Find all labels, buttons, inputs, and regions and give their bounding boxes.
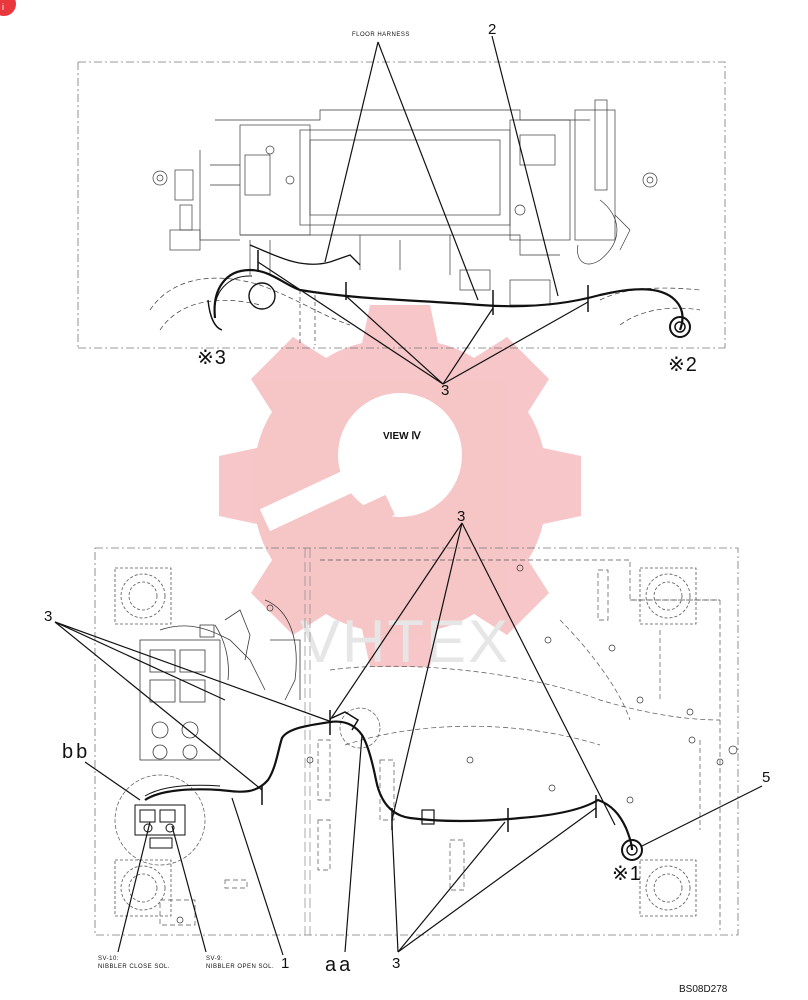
top-view-machinery — [149, 99, 701, 345]
corner-logo-icon: i — [0, 0, 16, 16]
svg-text:i: i — [2, 2, 4, 12]
mark-2-label: ※2 — [668, 354, 698, 376]
bottom-clamps — [261, 710, 597, 832]
sv10-label: SV-10: — [98, 956, 120, 962]
callout-2: 2 — [488, 21, 497, 38]
mount-blocks — [114, 567, 697, 917]
top-harness — [207, 244, 691, 338]
top-view-frame — [77, 61, 726, 349]
mark-3-label: ※3 — [197, 347, 227, 369]
callout-3-left: 3 — [44, 608, 53, 625]
document-code: BS08D278 — [679, 984, 728, 995]
top-clamps — [257, 250, 589, 315]
bottom-leader-lines — [54, 522, 763, 956]
callout-3-bottom: 3 — [392, 955, 401, 972]
sv9-label: SV-9: — [206, 956, 224, 962]
detail-bb-circle — [114, 774, 206, 866]
sv10-desc: NIBBLER CLOSE SOL. — [98, 964, 171, 970]
bb-label: bb — [62, 741, 91, 763]
valve-block — [139, 599, 301, 761]
sv9-desc: NIBBLER OPEN SOL. — [206, 964, 275, 970]
floor-harness-label: FLOOR HARNESS — [352, 32, 410, 38]
callout-1: 1 — [281, 955, 290, 972]
callout-3-mid: 3 — [457, 508, 466, 525]
bottom-harness — [144, 711, 643, 861]
aa-label: aa — [325, 954, 354, 976]
top-leader-lines — [257, 35, 589, 385]
mark-1-label: ※1 — [612, 863, 642, 885]
view-title: VIEW Ⅳ — [383, 431, 421, 442]
bottom-plate-details — [159, 559, 721, 930]
bottom-bolts — [176, 564, 738, 924]
callout-5: 5 — [762, 769, 771, 786]
callout-3-top: 3 — [441, 382, 450, 399]
watermark-text: VHTEX — [300, 608, 511, 675]
detail-aa-circle — [339, 707, 381, 749]
solenoid-valve — [134, 804, 186, 849]
bottom-view-frame — [94, 547, 739, 936]
